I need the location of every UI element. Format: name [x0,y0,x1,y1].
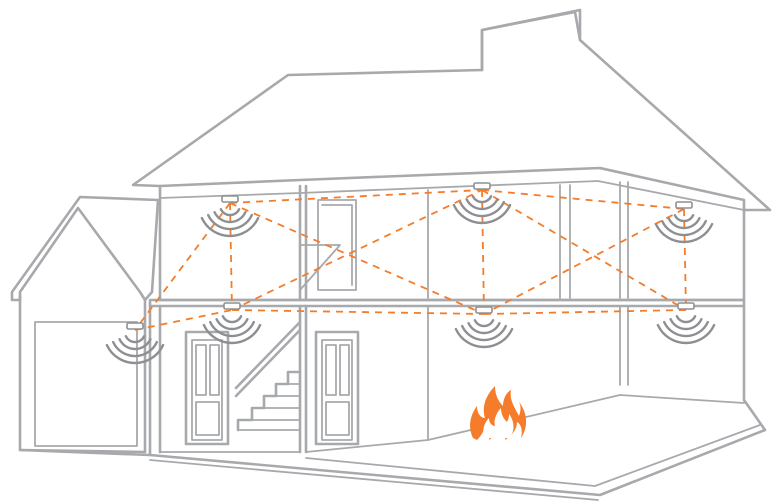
upper-partition-1 [300,186,306,298]
smoke-alarm-icon [224,303,240,309]
smoke-alarm-upstairs-center [454,183,510,223]
smoke-alarm-downstairs-left [204,303,260,343]
wave-arc [223,316,241,322]
signal-waves-icon [107,336,163,363]
link-downstairs-left-to-downstairs-center [232,310,484,314]
signal-waves-icon [658,316,714,343]
link-upstairs-right-to-downstairs-right [684,209,686,310]
garage-roof [12,197,158,300]
ground-inner [160,395,760,486]
link-upstairs-left-to-downstairs-center [230,203,484,314]
smoke-alarms [107,183,714,363]
signal-waves-icon [456,320,512,347]
main-roof [133,10,770,210]
link-upstairs-left-to-downstairs-left [230,203,232,310]
smoke-alarm-garage [107,323,163,363]
wave-arc [469,323,500,333]
link-upstairs-center-to-downstairs-right [482,190,686,310]
link-upstairs-right-to-downstairs-center [484,209,684,314]
smoke-alarm-icon [476,307,492,313]
interconnect-links [135,190,686,330]
wave-arc [677,316,695,322]
chimney [482,12,580,70]
wave-arc [217,319,248,329]
lower-center-door [316,332,358,444]
lower-left-door [186,332,228,444]
lower-partition [428,306,628,440]
wave-arc [221,209,239,215]
signal-waves-icon [204,316,260,343]
link-downstairs-center-to-downstairs-right [484,310,686,314]
fire-icon [470,386,526,440]
upper-partition-2 [428,182,628,298]
house-structure [12,10,770,500]
wave-arc [671,319,702,329]
wave-arc [473,196,491,202]
upper-floor-walls [160,186,744,300]
smoke-alarm-icon [127,323,143,329]
garage-wall [20,296,145,452]
wave-arc [475,320,493,326]
smoke-alarm-icon [678,303,694,309]
smoke-alarm-icon [222,196,238,202]
smoke-alarm-icon [474,183,490,189]
link-upstairs-left-to-garage [135,203,230,330]
wave-arc [126,336,144,342]
smoke-alarm-icon [676,202,692,208]
link-downstairs-left-to-upstairs-center [232,190,482,310]
wave-arc [675,215,693,221]
smoke-alarm-downstairs-right [658,303,714,343]
